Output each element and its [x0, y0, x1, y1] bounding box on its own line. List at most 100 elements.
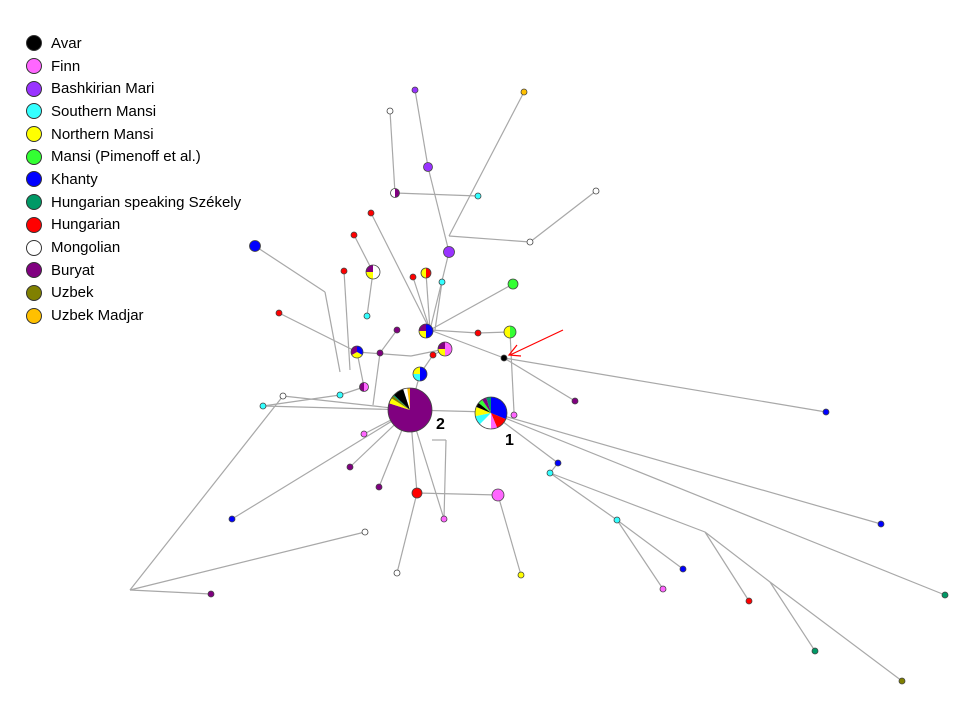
network-edge — [503, 357, 576, 402]
node-slice — [475, 193, 481, 199]
node-slice — [439, 279, 445, 285]
network-edge — [278, 312, 358, 353]
network-edge — [529, 190, 597, 243]
network-edge — [429, 283, 514, 331]
network-edge — [769, 581, 903, 682]
node-outline — [365, 264, 381, 280]
haplotype-node — [474, 192, 482, 200]
node-slice — [441, 516, 447, 522]
haplotype-node — [423, 162, 433, 172]
haplotype-node — [613, 516, 621, 524]
node-outline — [659, 585, 667, 593]
node-slice — [362, 529, 368, 535]
network-edge — [429, 329, 479, 334]
legend-item: Hungarian speaking Székely — [26, 191, 241, 214]
legend-swatch-icon — [26, 307, 42, 324]
node-outline — [386, 107, 394, 115]
node-outline — [554, 459, 562, 467]
node-slice — [426, 268, 431, 278]
haplotype-node — [393, 326, 401, 334]
network-edge — [324, 291, 341, 373]
legend-label: Uzbek Madjar — [51, 307, 144, 325]
haplotype-node — [679, 565, 687, 573]
haplotype-node — [554, 459, 562, 467]
network-edge — [489, 411, 946, 596]
node-outline — [361, 528, 369, 536]
node-slice — [229, 516, 235, 522]
haplotype-node — [822, 408, 830, 416]
haplotype-node — [745, 597, 753, 605]
node-outline — [359, 382, 369, 392]
legend-item: Northern Mansi — [26, 123, 241, 146]
node-slice — [812, 648, 818, 654]
haplotype-node — [443, 246, 455, 258]
node-outline — [745, 597, 753, 605]
node-slice — [511, 412, 517, 418]
node-slice — [475, 406, 491, 417]
node-slice — [394, 327, 400, 333]
legend-label: Khanty — [51, 170, 98, 188]
haplotype-node — [359, 382, 369, 392]
network-edge — [389, 110, 396, 194]
node-slice — [476, 402, 491, 413]
network-edge — [448, 91, 525, 237]
network-edge — [129, 589, 212, 595]
node-slice — [614, 517, 620, 523]
legend-item: Finn — [26, 55, 241, 78]
node-slice — [390, 188, 395, 198]
node-slice — [364, 382, 369, 392]
haplotype-node — [517, 571, 525, 579]
network-edge — [343, 270, 351, 371]
haplotype-node — [659, 585, 667, 593]
node-outline — [411, 487, 423, 499]
node-outline — [440, 515, 448, 523]
node-outline — [350, 231, 358, 239]
haplotype-node — [279, 392, 287, 400]
network-edge — [396, 492, 418, 574]
network-edge — [503, 357, 827, 413]
node-slice — [208, 591, 214, 597]
legend-item: Bashkirian Mari — [26, 77, 241, 100]
node-slice — [421, 268, 426, 278]
node-outline — [375, 483, 383, 491]
node-slice — [423, 162, 433, 172]
node-slice — [351, 232, 357, 238]
legend-swatch-icon — [26, 216, 42, 233]
haplotype-node — [361, 528, 369, 536]
legend-label: Mansi (Pimenoff et al.) — [51, 148, 201, 166]
node-slice — [479, 413, 491, 429]
node-slice — [249, 240, 261, 252]
node-slice — [377, 350, 383, 356]
haplotype-node — [474, 396, 508, 430]
haplotype-node — [437, 341, 453, 357]
node-slice — [475, 330, 481, 336]
node-outline — [613, 516, 621, 524]
node-outline — [346, 463, 354, 471]
legend-label: Hungarian speaking Székely — [51, 193, 242, 211]
node-slice — [393, 389, 410, 410]
node-outline — [429, 351, 437, 359]
haplotype-node — [409, 273, 417, 281]
haplotype-node — [360, 430, 368, 438]
legend-swatch-icon — [26, 103, 42, 120]
haplotype-node — [507, 278, 519, 290]
node-outline — [877, 520, 885, 528]
node-outline — [571, 397, 579, 405]
node-outline — [592, 187, 600, 195]
network-edge — [769, 581, 816, 652]
node-slice — [527, 239, 533, 245]
node-slice — [412, 488, 422, 498]
node-outline — [811, 647, 819, 655]
node-slice — [359, 382, 364, 392]
network-edge — [356, 351, 412, 357]
node-slice — [555, 460, 561, 466]
node-slice — [492, 489, 504, 501]
network-edge — [414, 89, 429, 168]
node-slice — [942, 592, 948, 598]
haplotype-node — [520, 88, 528, 96]
node-outline — [510, 411, 518, 419]
node-slice — [475, 413, 491, 425]
network-edge — [616, 519, 664, 590]
legend-label: Buryat — [51, 261, 95, 279]
legend-item: Hungarian — [26, 214, 241, 237]
